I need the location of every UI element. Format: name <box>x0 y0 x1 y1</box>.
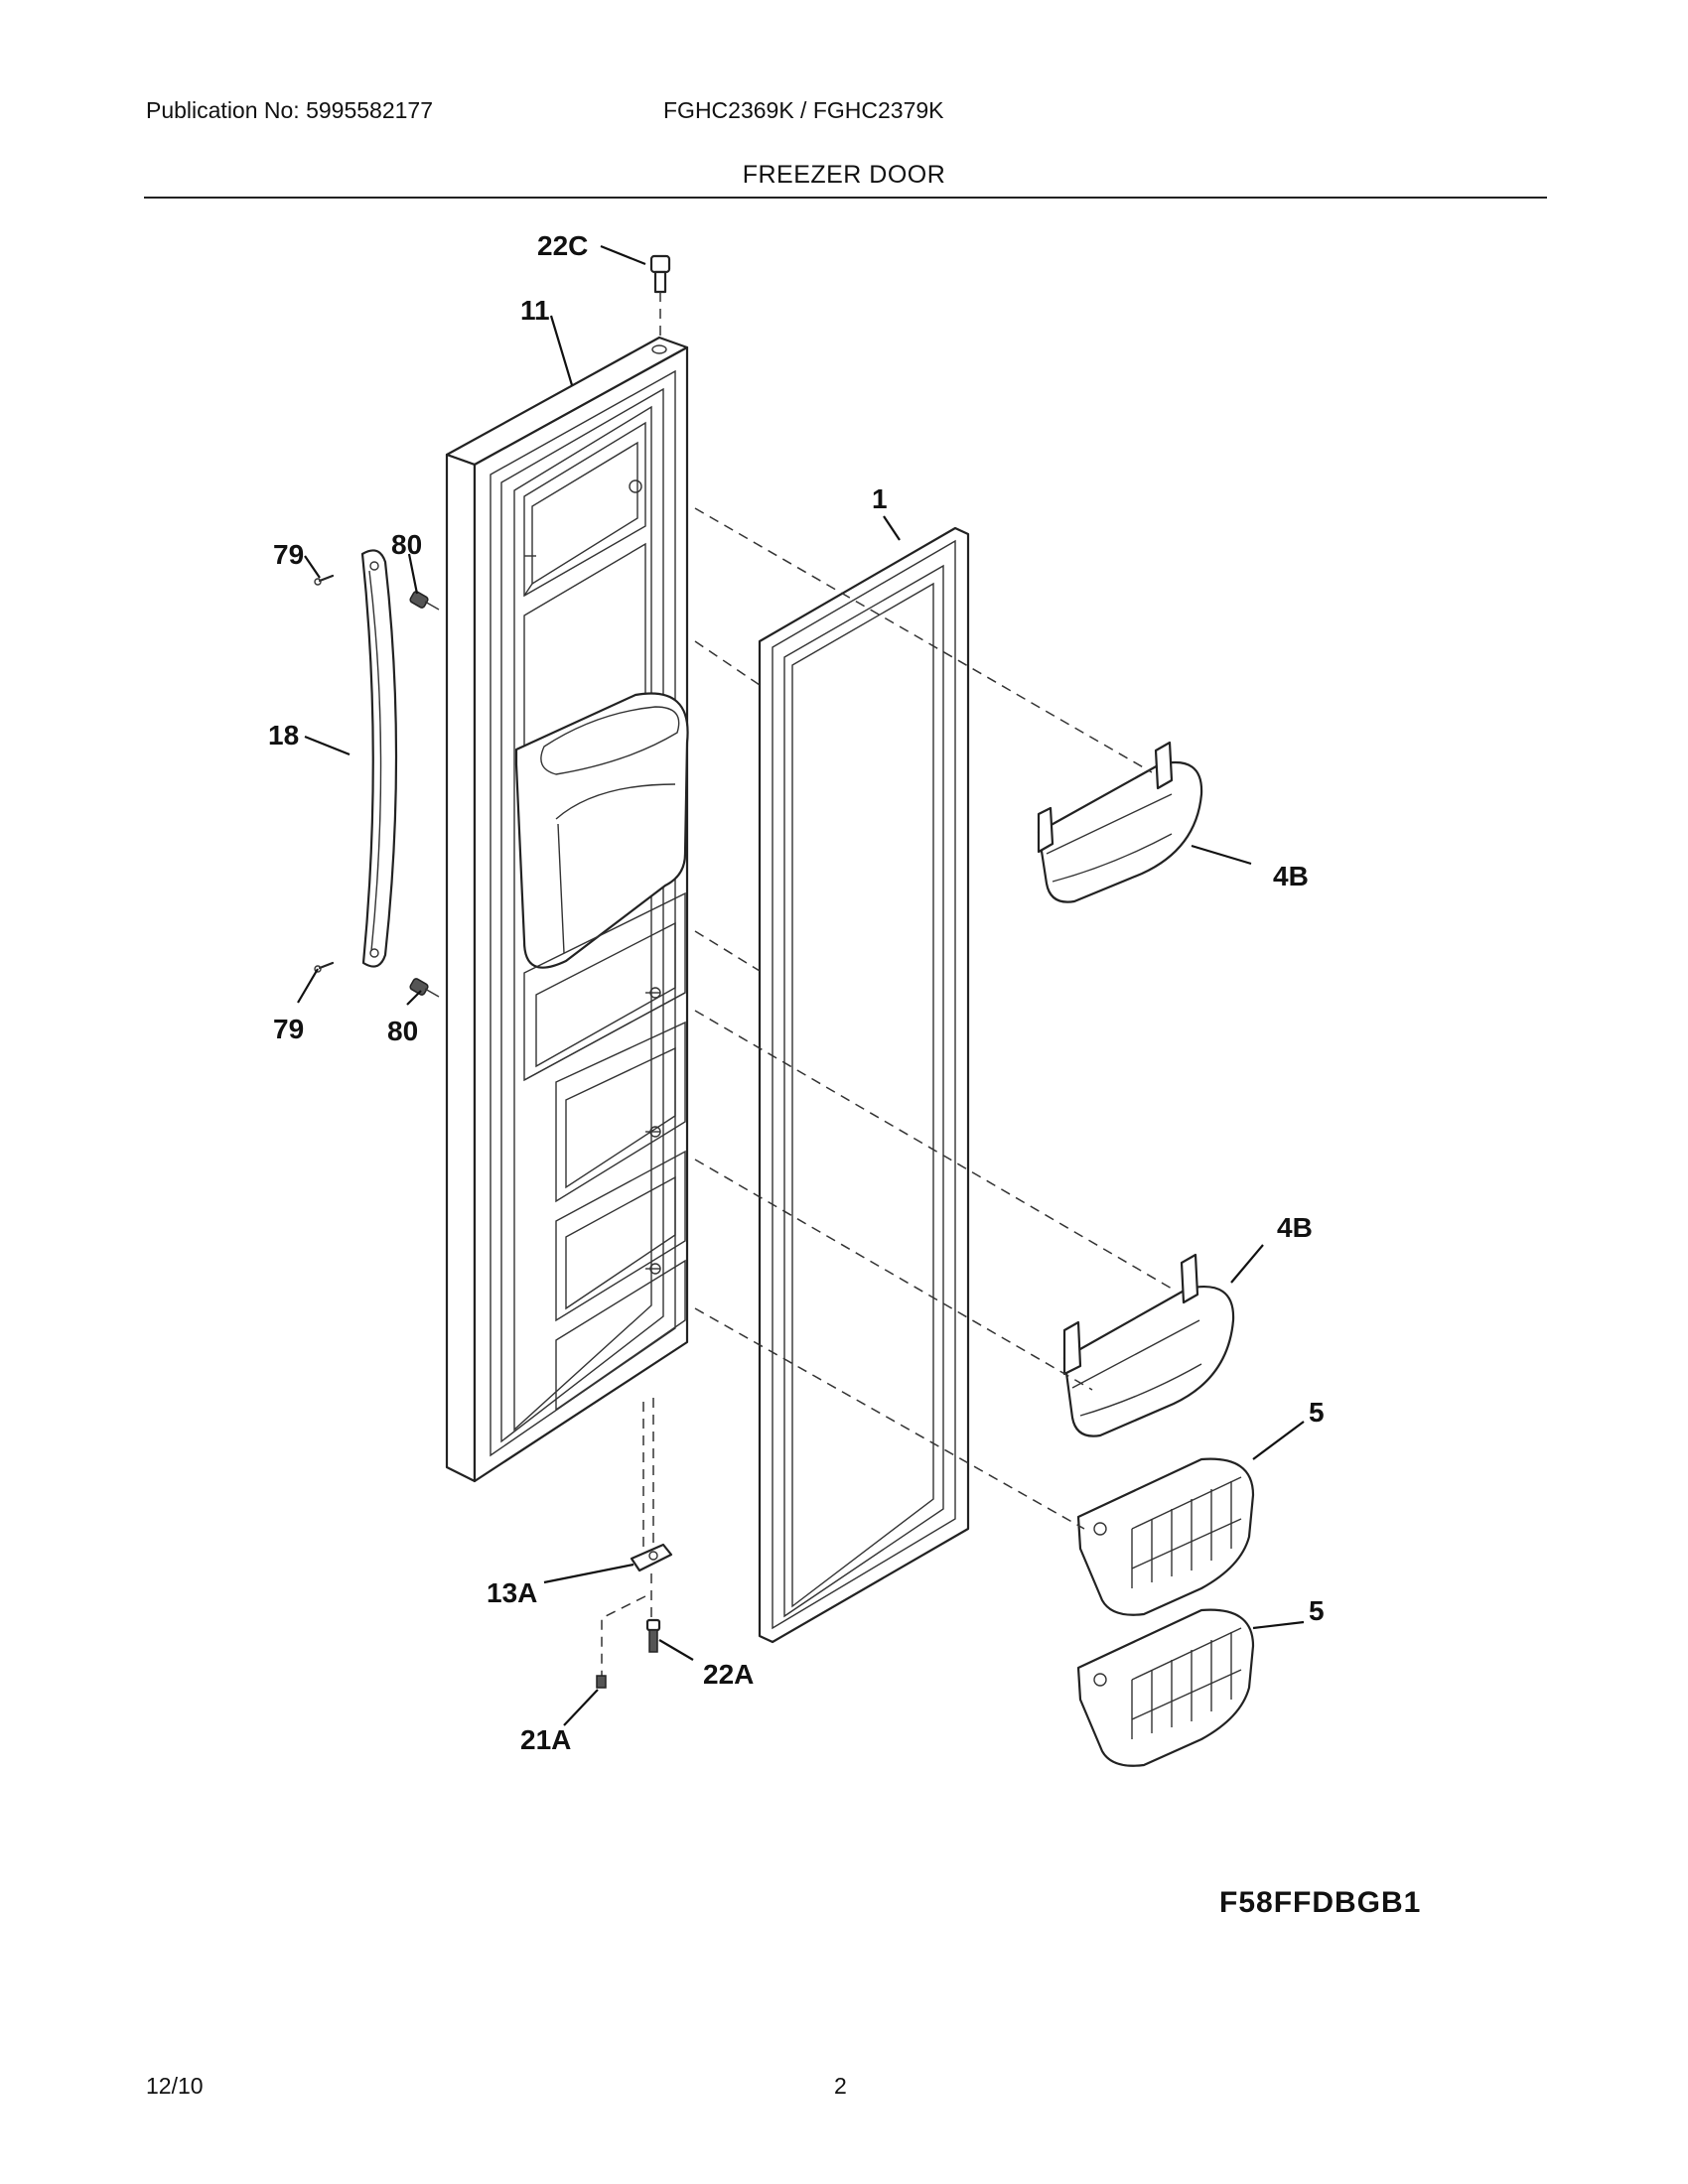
publication-date: 12/10 <box>146 2073 204 2099</box>
figure-code: F58FFDBGB1 <box>1219 1886 1422 1919</box>
bottom-hinge-parts <box>596 1398 673 1689</box>
callout-80-bottom: 80 <box>387 1016 418 1046</box>
page-number: 2 <box>834 2073 847 2099</box>
callout-22A: 22A <box>703 1659 754 1690</box>
callout-5-bottom: 5 <box>1309 1595 1325 1626</box>
callout-21A: 21A <box>520 1724 571 1755</box>
callout-13A: 13A <box>487 1577 537 1608</box>
door-gasket <box>758 526 970 1644</box>
callout-labels: 22C 11 1 79 80 18 4B 79 80 4B 5 13A 5 22… <box>268 230 1325 1755</box>
door-handle <box>360 549 398 968</box>
callout-80-top: 80 <box>391 529 422 560</box>
callout-18: 18 <box>268 720 299 751</box>
alignment-lines <box>694 507 1173 1530</box>
callout-22C: 22C <box>537 230 588 261</box>
model-numbers: FGHC2369K / FGHC2379K <box>663 97 944 123</box>
publication-number: Publication No: 5995582177 <box>146 97 434 123</box>
callout-4B-top: 4B <box>1273 861 1309 891</box>
door-bin-lower <box>1062 1253 1235 1437</box>
door-assembly <box>445 336 689 1483</box>
section-title: FREEZER DOOR <box>742 161 946 189</box>
callout-79-top: 79 <box>273 539 304 570</box>
wire-basket-lower <box>1076 1608 1255 1767</box>
leader-lines <box>297 244 1305 1726</box>
handle-screws <box>314 574 440 998</box>
callout-5-top: 5 <box>1309 1397 1325 1428</box>
door-bin-upper <box>1037 741 1203 903</box>
callout-79-bottom: 79 <box>273 1014 304 1044</box>
wire-basket-upper <box>1076 1457 1255 1616</box>
callout-4B-bottom: 4B <box>1277 1212 1313 1243</box>
top-hinge-bushing <box>649 254 671 338</box>
header-rule <box>144 197 1547 199</box>
callout-1: 1 <box>872 483 888 514</box>
callout-11: 11 <box>520 295 550 326</box>
